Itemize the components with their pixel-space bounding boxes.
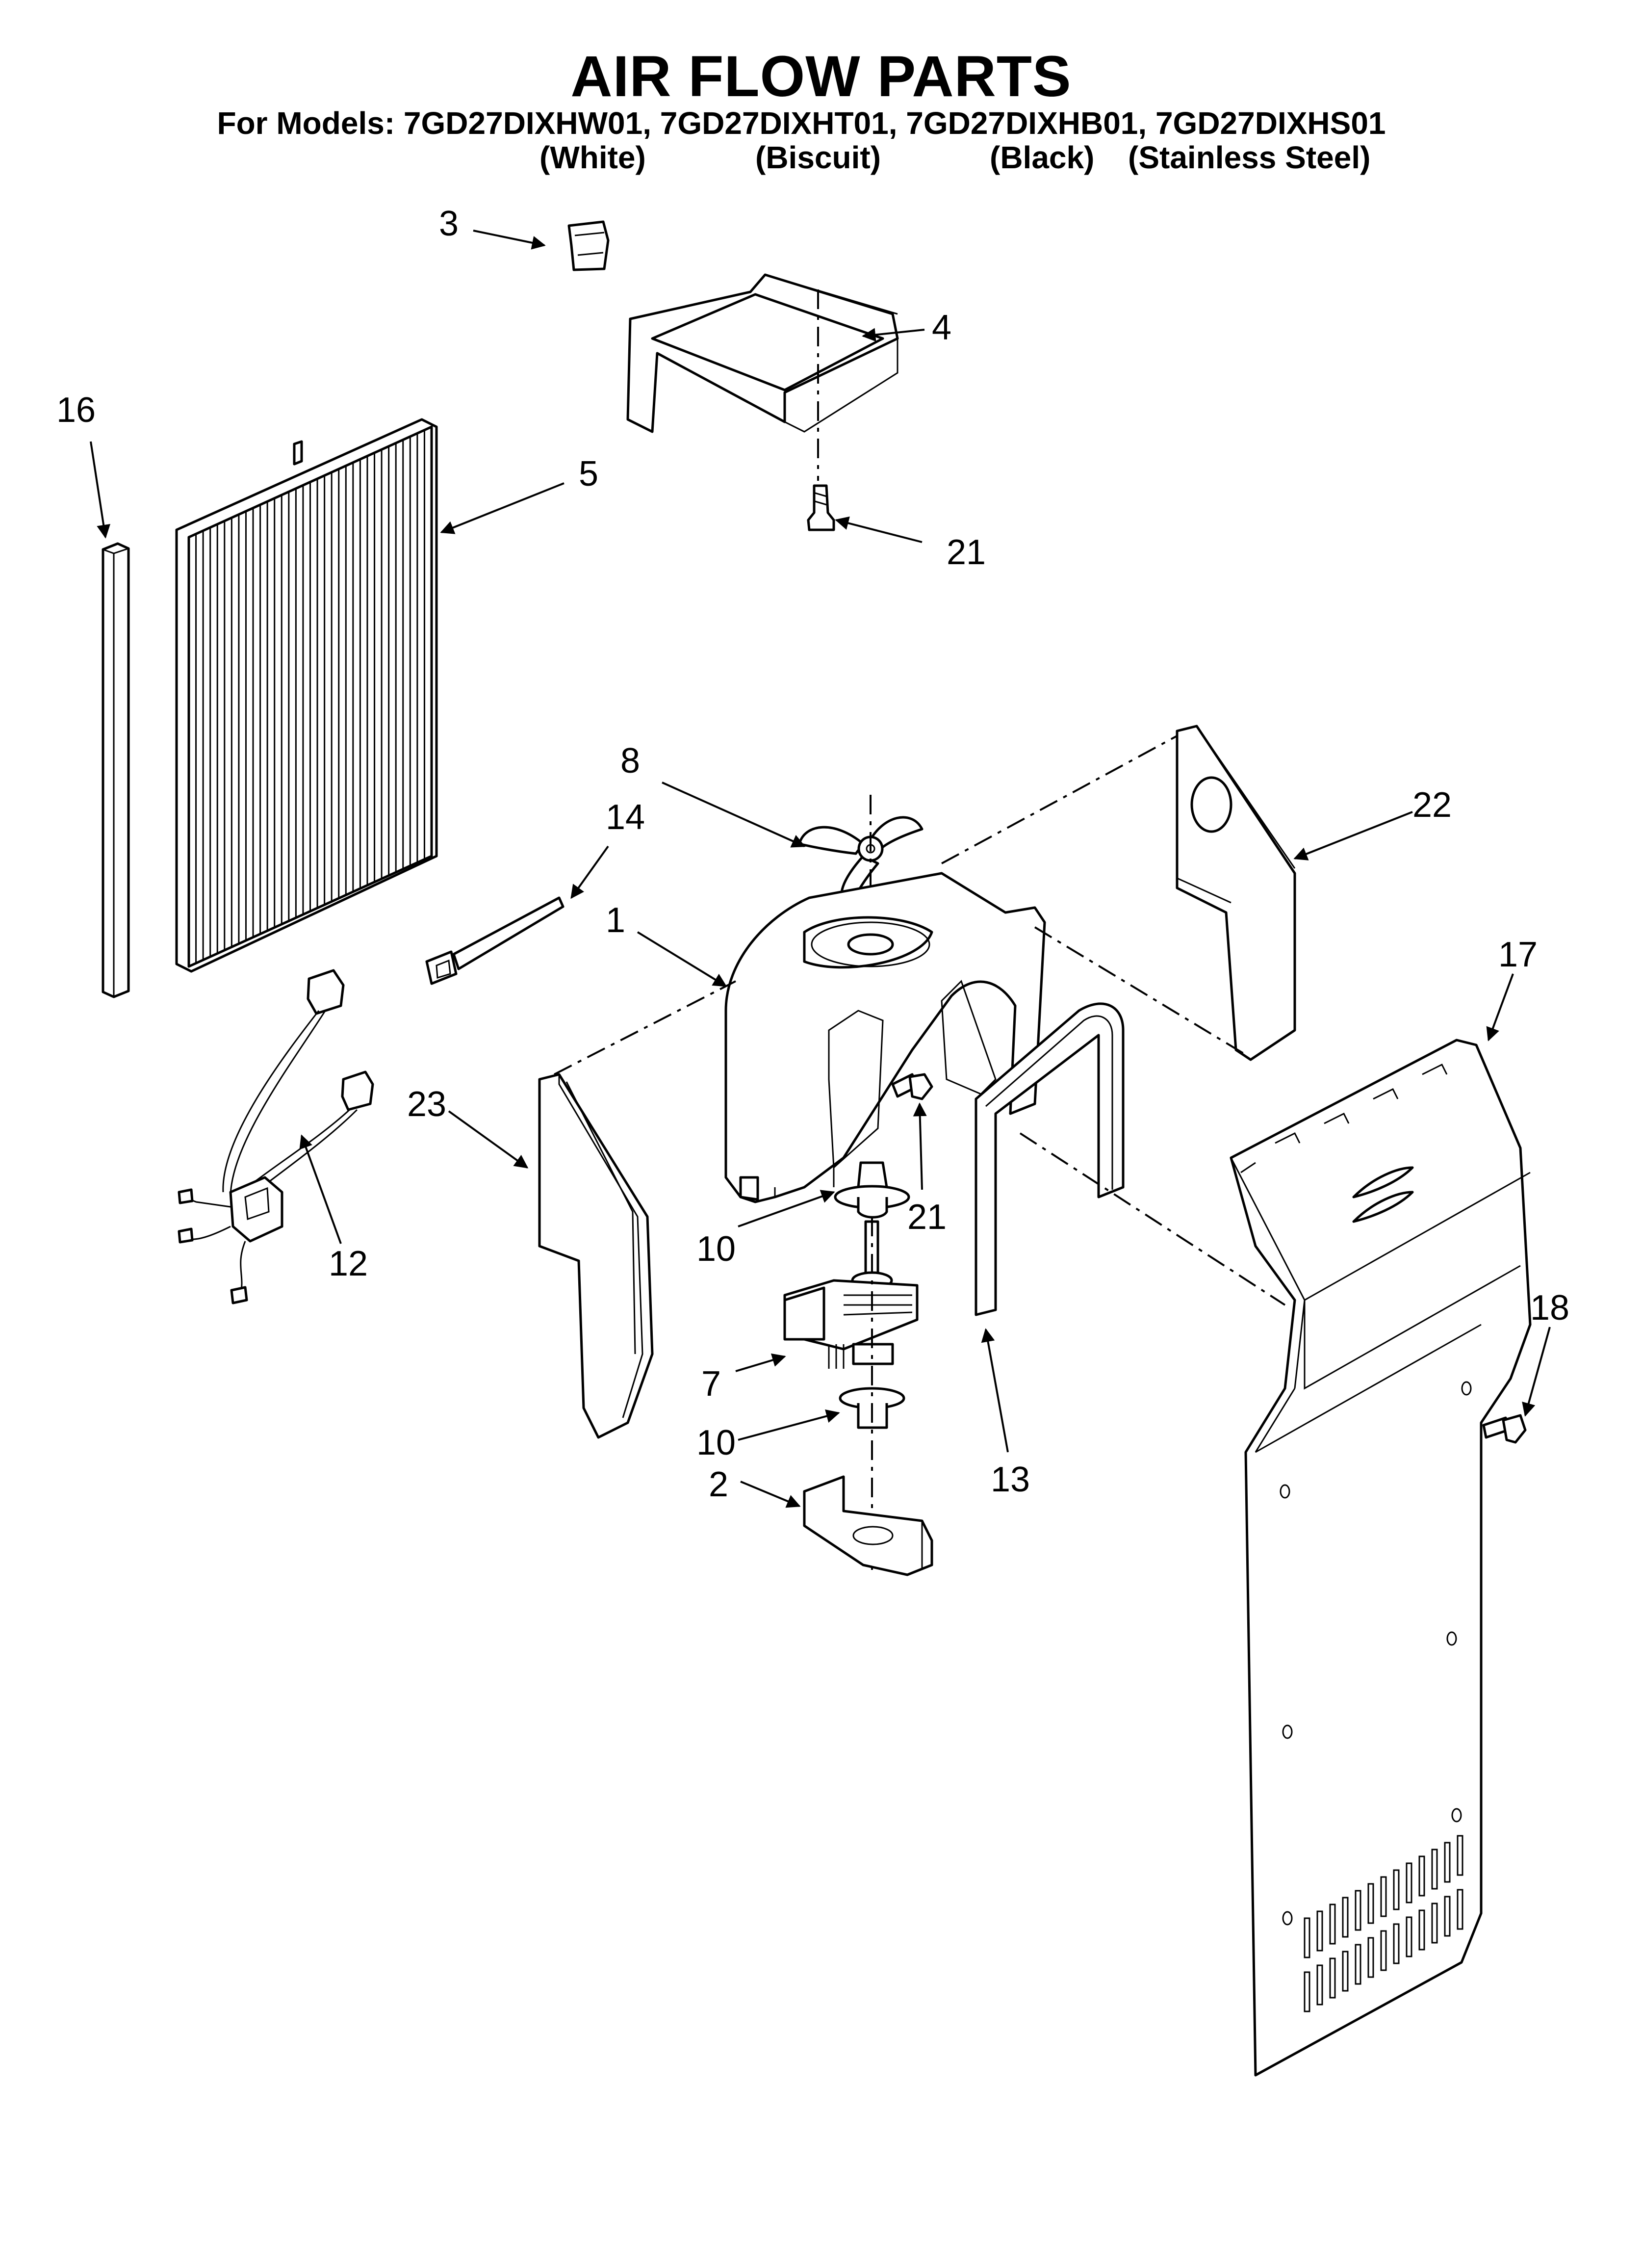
callout-16: 16	[56, 391, 96, 430]
color-black: (Black)	[990, 140, 1095, 175]
callout-21-shroud: 21	[907, 1198, 947, 1237]
callout-3: 3	[439, 204, 459, 243]
callout-1: 1	[606, 901, 625, 940]
callout-4: 4	[932, 308, 951, 347]
part-18-screw	[1482, 1414, 1527, 1444]
part-4-bracket	[626, 273, 899, 481]
callout-22: 22	[1412, 785, 1452, 825]
callout-14: 14	[606, 798, 645, 837]
callout-13: 13	[991, 1460, 1030, 1499]
part-13-u-gasket	[975, 1002, 1125, 1316]
callout-2: 2	[709, 1465, 728, 1504]
part-10-grommet-lower	[839, 1217, 905, 1570]
part-21-screw-shroud	[891, 1073, 933, 1100]
callout-18: 18	[1530, 1288, 1569, 1328]
part-7-fan-motor	[783, 1220, 919, 1369]
leader-lines	[90, 230, 1551, 1508]
part-16-strip	[102, 542, 130, 998]
part-10-grommet-upper	[834, 1161, 910, 1219]
callout-8: 8	[620, 741, 640, 781]
part-5-evaporator-cover	[175, 418, 438, 973]
part-2-motor-bracket	[803, 1475, 933, 1576]
models-line: For Models: 7GD27DIXHW01, 7GD27DIXHT01, …	[217, 105, 1386, 141]
assembly-lines	[554, 735, 1286, 1306]
callout-7: 7	[701, 1364, 721, 1404]
part-23-duct-side	[538, 1073, 654, 1439]
callout-5: 5	[579, 454, 598, 494]
color-biscuit: (Biscuit)	[755, 140, 881, 175]
color-white: (White)	[539, 140, 646, 175]
callout-17: 17	[1498, 935, 1538, 974]
callout-23: 23	[407, 1085, 446, 1124]
callout-21-top: 21	[947, 533, 986, 572]
part-22-duct-side	[1176, 725, 1296, 1061]
part-12-wire-harness	[178, 969, 374, 1304]
part-17-duct-cover	[1230, 1039, 1532, 2077]
callout-10-lower: 10	[696, 1423, 736, 1462]
color-stainless-steel: (Stainless Steel)	[1128, 140, 1371, 175]
page-title: AIR FLOW PARTS	[570, 44, 1072, 109]
callout-12: 12	[329, 1244, 368, 1283]
part-1-fan-shroud	[724, 872, 1046, 1203]
callout-labels: 3 4 16 5 21 8 22 14 1 17 23 21 10 12 7 1…	[56, 204, 1569, 1504]
part-21-screw-top	[807, 484, 835, 531]
callout-10-upper: 10	[696, 1229, 736, 1269]
part-3-clip	[567, 220, 610, 271]
part-14-cable-tie	[425, 896, 564, 985]
